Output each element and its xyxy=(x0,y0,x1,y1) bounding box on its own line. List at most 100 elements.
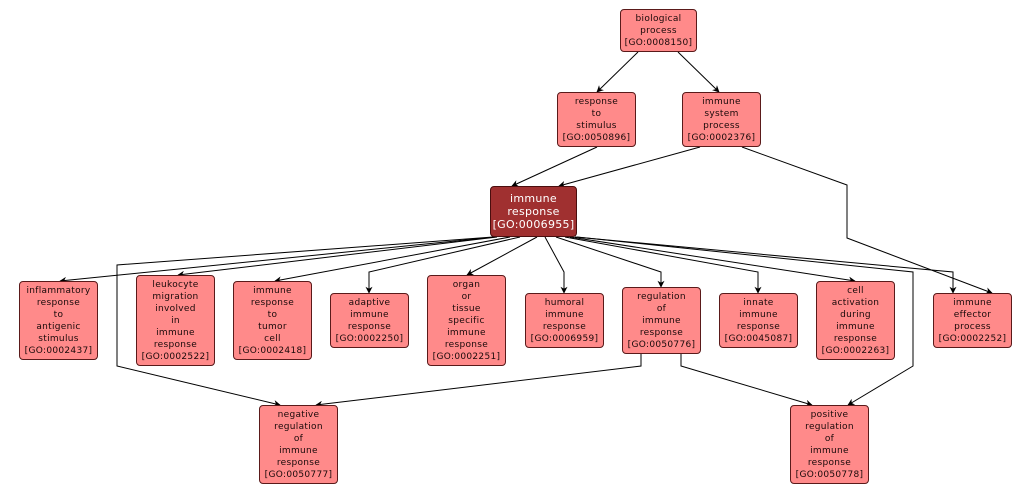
is-a-edge xyxy=(680,354,813,407)
term-label-line: response xyxy=(807,457,852,468)
term-label-line: cell xyxy=(847,285,864,296)
go-id-label: [GO:0050777] xyxy=(264,469,333,480)
is-a-edge xyxy=(569,236,856,284)
term-label-line: tissue xyxy=(452,303,481,314)
is-a-edge xyxy=(677,51,720,93)
is-a-edge xyxy=(177,236,498,278)
term-label-line: adaptive xyxy=(348,297,391,308)
term-label-line: or xyxy=(461,291,472,302)
term-label-line: regulation xyxy=(637,291,686,302)
is-a-edge xyxy=(564,236,762,294)
term-label-line: immune xyxy=(642,315,681,326)
term-label-line: immune xyxy=(545,309,584,320)
go-id-label: [GO:0002251] xyxy=(432,351,501,362)
term-label-line: process xyxy=(640,25,677,36)
term-label-line: response xyxy=(736,321,781,332)
is-a-edge xyxy=(555,236,665,288)
go-id-label: [GO:0008150] xyxy=(624,37,693,48)
term-label-line: specific xyxy=(448,315,485,326)
is-a-edge xyxy=(466,236,538,276)
is-a-edge xyxy=(315,354,642,408)
is-a-edge xyxy=(574,236,957,294)
term-label-line: activation xyxy=(831,297,880,308)
term-label-line: organ xyxy=(452,279,481,290)
term-label-line: immune xyxy=(156,327,195,338)
term-label-line: response xyxy=(36,297,81,308)
term-label-line: immune xyxy=(253,285,292,296)
term-label-line: innate xyxy=(743,297,774,308)
term-label-line: response xyxy=(347,321,392,332)
term-label-line: in xyxy=(171,315,180,326)
is-a-edge xyxy=(741,146,993,295)
term-label-line: immune xyxy=(510,192,557,205)
go-id-label: [GO:0050776] xyxy=(627,339,696,350)
term-label-line: response xyxy=(542,321,587,332)
term-label-line: immune xyxy=(702,96,741,107)
term-label-line: effector xyxy=(953,309,992,320)
term-label-line: of xyxy=(824,433,835,444)
term-label-line: immune xyxy=(447,327,486,338)
term-label-line: immune xyxy=(350,309,389,320)
term-label-line: inflammatory xyxy=(26,285,91,296)
is-a-edge xyxy=(59,236,496,284)
term-label-line: to xyxy=(267,309,278,320)
term-label-line: stimulus xyxy=(38,333,79,344)
term-label-line: system xyxy=(704,108,739,119)
term-label-line: immune xyxy=(279,445,318,456)
term-label-line: biological xyxy=(635,13,682,24)
is-a-edge xyxy=(511,146,598,187)
term-label-line: immune xyxy=(836,321,875,332)
term-label-line: cell xyxy=(264,333,281,344)
term-label-line: to xyxy=(53,309,64,320)
term-label-line: antigenic xyxy=(36,321,81,332)
term-label-line: response xyxy=(250,297,295,308)
go-id-label: [GO:0002263] xyxy=(821,345,890,356)
term-label-line: positive xyxy=(810,409,849,420)
term-label-line: process xyxy=(954,321,991,332)
is-a-edge xyxy=(596,51,639,93)
is-a-edge xyxy=(365,236,521,294)
is-a-edge xyxy=(274,236,511,284)
go-id-label: [GO:0002252] xyxy=(938,333,1007,344)
term-label-line: tumor xyxy=(258,321,287,332)
term-label-line: to xyxy=(591,108,602,119)
term-label-line: involved xyxy=(155,303,196,314)
term-label-line: process xyxy=(703,120,740,131)
term-label-line: of xyxy=(293,433,304,444)
term-label-line: immune xyxy=(739,309,778,320)
term-label-line: regulation xyxy=(805,421,854,432)
go-id-label: [GO:0045087] xyxy=(724,333,793,344)
term-label-line: during xyxy=(840,309,871,320)
is-a-edge xyxy=(544,236,568,294)
term-label-line: migration xyxy=(152,291,199,302)
go-id-label: [GO:0006959] xyxy=(530,333,599,344)
term-label-line: response xyxy=(574,96,619,107)
go-id-label: [GO:0002250] xyxy=(335,333,404,344)
term-label-line: immune xyxy=(810,445,849,456)
go-id-label: [GO:0002522] xyxy=(141,351,210,362)
term-label-line: response xyxy=(444,339,489,350)
term-label-line: response xyxy=(276,457,321,468)
term-label-line: response xyxy=(507,205,560,218)
go-id-label: [GO:0002437] xyxy=(24,345,93,356)
term-label-line: negative xyxy=(277,409,320,420)
go-id-label: [GO:0002376] xyxy=(687,132,756,143)
go-id-label: [GO:0002418] xyxy=(238,345,307,356)
is-a-edge xyxy=(558,146,701,188)
